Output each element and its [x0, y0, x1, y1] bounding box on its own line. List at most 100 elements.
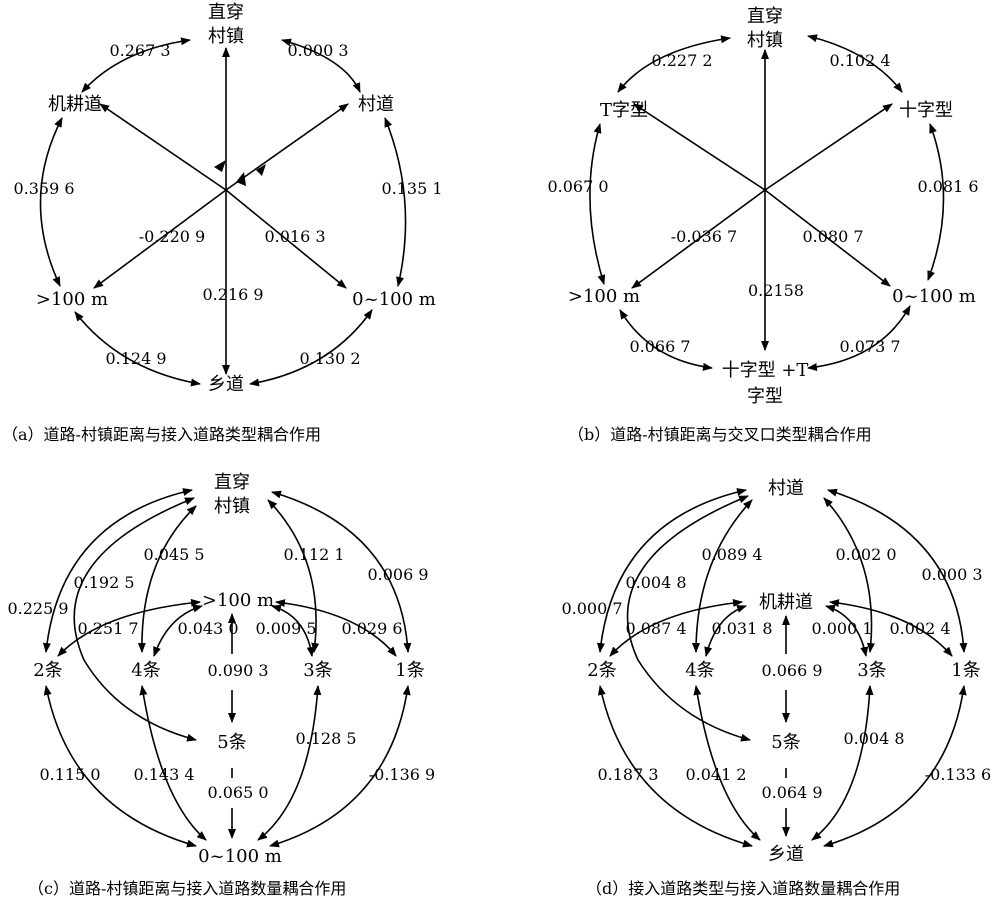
edge-label: 0.087 4 [625, 619, 686, 638]
edge-label: 0.090 3 [207, 661, 268, 680]
node-label: 4条 [685, 660, 714, 681]
edge-a-center-near [225, 189, 347, 289]
edge-label: 0.045 5 [143, 545, 204, 564]
edge-label: 0.004 8 [843, 729, 904, 748]
node-label: 5条 [217, 732, 246, 753]
edge-label: -0.036 7 [671, 227, 737, 246]
node-label: 1条 [951, 660, 980, 681]
node-label: 村镇 [208, 26, 244, 47]
edge-b-t-chuan [617, 35, 731, 93]
node-label: >100 m [36, 289, 108, 310]
caption-c: （c）道路-村镇距离与接入道路数量耦合作用 [28, 879, 346, 898]
edge-b-center-t [633, 103, 766, 191]
node-label: 5条 [771, 732, 800, 753]
edge-label: 0.064 9 [761, 783, 822, 802]
edge-a-center-cundao [225, 103, 349, 191]
node-label: 直穿 [747, 6, 783, 27]
edge-label: 0.089 4 [701, 545, 762, 564]
edge-label: 0.251 7 [77, 619, 138, 638]
node-label: 0~100 m [892, 286, 976, 307]
node-label: 3条 [857, 660, 886, 681]
edge-label: 0.009 5 [255, 619, 316, 638]
caption-a: （a）道路-村镇距离与接入道路类型耦合作用 [2, 425, 321, 444]
edge-label: 0.267 3 [109, 41, 170, 60]
caption-b: （b）道路-村镇距离与交叉口类型耦合作用 [568, 425, 872, 444]
node-label: 字型 [747, 386, 783, 407]
edge-label: 0.066 9 [761, 661, 822, 680]
edge-b-center-shizi [764, 103, 893, 191]
node-label: 2条 [587, 660, 616, 681]
edge-d-jg-1 [829, 599, 953, 657]
center-arrowhead [256, 164, 266, 176]
edge-b-far-t [589, 123, 606, 285]
edge-d-jg-2 [609, 598, 743, 657]
edge-b-shizi-near [927, 123, 945, 281]
edge-d-top-1 [827, 488, 968, 653]
edge-label: 0.216 9 [202, 285, 263, 304]
edge-a-center-far [93, 189, 227, 289]
node-label: 乡道 [208, 374, 244, 395]
edge-label: 0.112 1 [283, 545, 344, 564]
panel-a: 直穿 村镇 村道 0~100 m 乡道 >100 m 机耕道 0.000 3 0… [2, 2, 443, 444]
edge-d-4-xd [693, 685, 761, 841]
node-label: 乡道 [768, 844, 804, 865]
edge-label: 0.016 3 [264, 227, 325, 246]
edge-label: 0.080 7 [802, 227, 863, 246]
node-label: T字型 [600, 100, 648, 121]
edge-b-near-mix [807, 305, 911, 371]
edge-a-jigeng-chuan [81, 37, 191, 93]
edge-a-far-jigeng [39, 117, 63, 287]
edge-label: 0.066 7 [629, 337, 690, 356]
node-label: 村道 [768, 478, 804, 499]
node-label: 1条 [395, 660, 424, 681]
edge-c-3-near [257, 685, 322, 841]
edge-label: 0.192 5 [73, 573, 134, 592]
edge-label: 0.000 3 [287, 41, 348, 60]
edge-label: 0.000 3 [921, 565, 982, 584]
edge-label: 0.128 5 [295, 729, 356, 748]
edge-label: 0.002 0 [835, 545, 896, 564]
edge-label: 0.073 7 [839, 337, 900, 356]
edge-c-1-near [269, 685, 411, 848]
edge-label: 0.124 9 [105, 349, 166, 368]
edge-label: 0.000 7 [561, 599, 622, 618]
edge-c-far-4 [153, 604, 203, 657]
center-arrowhead [236, 172, 246, 186]
node-label: 村镇 [214, 496, 250, 517]
node-label: 村镇 [747, 30, 783, 51]
caption-d: （d）接入道路类型与接入道路数量耦合作用 [586, 879, 900, 898]
node-label: 机耕道 [48, 94, 102, 115]
node-label: 2条 [33, 660, 62, 681]
edge-d-1-xd [823, 685, 967, 848]
edge-label: 0.130 2 [299, 349, 360, 368]
node-label: 十字型 [899, 100, 953, 121]
panel-b: 直穿 村镇 十字型 0~100 m 十字型 +T 字型 >100 m T字型 0… [547, 6, 978, 444]
edge-label: 0.187 3 [597, 765, 658, 784]
node-label: 直穿 [208, 2, 244, 23]
edge-c-top-1 [271, 490, 412, 653]
edge-label: 0.067 0 [547, 177, 608, 196]
edge-label: 0.225 9 [7, 599, 68, 618]
edge-label: 0.043 0 [177, 619, 238, 638]
edge-d-top-2 [596, 488, 747, 653]
edge-label: 0.031 8 [711, 619, 772, 638]
center-arrowhead [214, 160, 226, 172]
node-label: 0~100 m [352, 289, 436, 310]
node-label: 十字型 +T [722, 360, 809, 381]
edge-label: 0.227 2 [651, 51, 712, 70]
edge-label: 0.115 0 [39, 765, 100, 784]
node-label: >100 m [202, 590, 274, 611]
edge-label: -0.220 9 [139, 227, 205, 246]
edge-c-far-1 [275, 599, 397, 657]
edge-label: 0.000 1 [811, 619, 872, 638]
edge-b-chuan-shizi [807, 34, 903, 93]
edge-c-4-near [139, 685, 207, 841]
edge-a-xiangdao-far [74, 311, 201, 387]
edge-d-top-5 [626, 495, 751, 742]
node-label: 3条 [303, 660, 332, 681]
edge-label: 0.002 4 [889, 619, 950, 638]
edge-label: 0.004 8 [625, 573, 686, 592]
edge-label: -0.136 9 [369, 765, 435, 784]
edge-b-mix-far [619, 309, 713, 371]
